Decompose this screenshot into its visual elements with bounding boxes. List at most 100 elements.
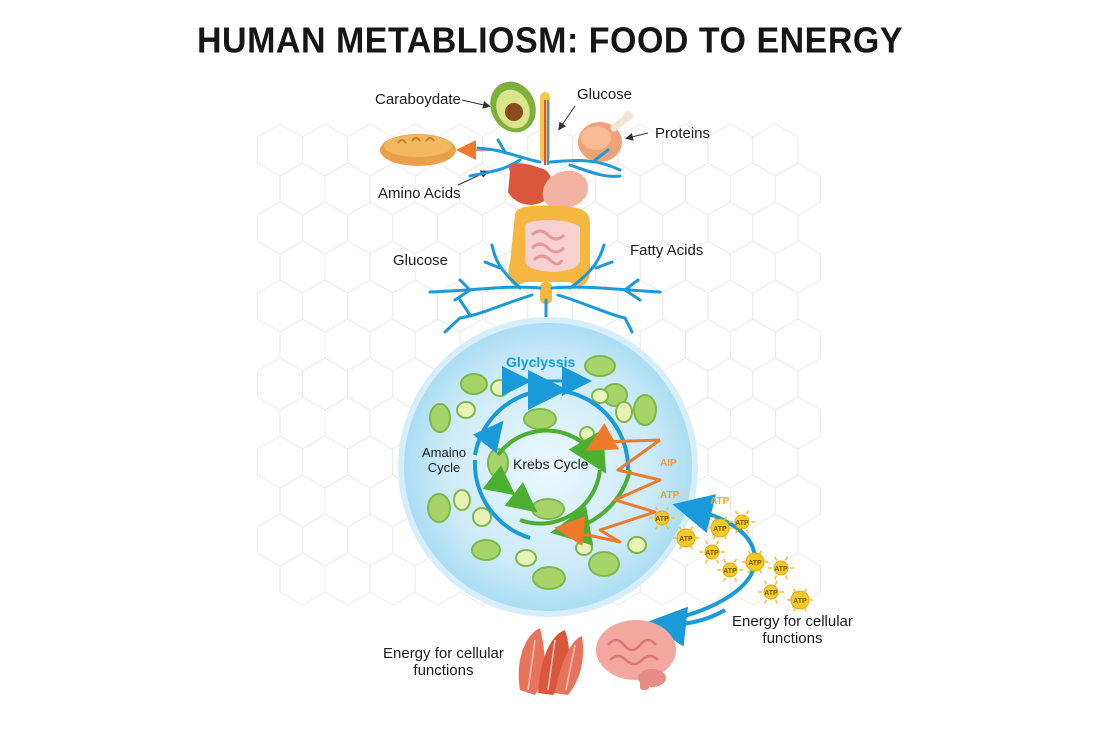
label-glucose-left: Glucose: [393, 252, 449, 269]
atp-spark: [774, 599, 779, 604]
atp-molecule: [654, 510, 670, 526]
atp-spark: [712, 535, 717, 540]
atp-spark: [723, 535, 728, 540]
hexagon-cell: [302, 435, 348, 489]
upper-vessels: [468, 138, 622, 178]
atp-spark: [763, 580, 768, 585]
atp-spark: [803, 588, 808, 593]
hexagon-cell: [752, 201, 799, 255]
hexagon-cell: [729, 240, 776, 294]
label-glucose-top: Glucose: [577, 86, 633, 103]
hexagon-cell: [302, 513, 348, 567]
hexagon-cell: [752, 357, 799, 411]
atp-spark: [678, 545, 683, 550]
hexagon-cell: [707, 201, 754, 255]
hexagon-cell: [774, 240, 821, 294]
digestive-system-icon: [508, 163, 590, 304]
brain-icon: [596, 620, 676, 690]
hexagon-cell: [257, 435, 303, 489]
label-atp-2: ATP: [660, 490, 680, 501]
hexagon-cell: [324, 474, 371, 528]
hexagon-cell: [369, 552, 416, 606]
hexagon-cell: [302, 201, 348, 255]
label-fatty-acids: Fatty Acids: [630, 242, 704, 259]
hexagon-cell: [302, 279, 348, 333]
hexagon-cell: [324, 396, 371, 450]
label-proteins: Proteins: [655, 125, 711, 142]
label-energy-right: Energy for cellular functions: [732, 613, 853, 648]
atp-molecule-label: ATP: [774, 566, 788, 573]
label-amino-acids: Amino Acids: [378, 185, 461, 202]
atp-spark: [745, 510, 750, 515]
hexagon-cell: [257, 357, 303, 411]
label-atp-1: AIP: [660, 458, 677, 469]
label-amino-cycle: Amaino Cycle: [422, 445, 467, 475]
atp-molecule-label: ATP: [735, 520, 749, 527]
label-energy-left: Energy for cellular functions: [383, 645, 504, 680]
atp-spark: [734, 510, 739, 515]
atp-molecule-label: ATP: [748, 560, 762, 567]
hexagon-cell: [324, 162, 371, 216]
label-glycolysis: Glyclyssis: [506, 354, 576, 370]
avocado-icon: [490, 81, 536, 133]
atp-spark: [792, 607, 797, 612]
chicken-leg-icon: [578, 111, 633, 162]
atp-spark: [704, 559, 709, 564]
hexagon-cell: [302, 123, 348, 177]
hexagon-cell: [279, 474, 326, 528]
hexagon-cell: [347, 435, 394, 489]
atp-molecule: [722, 562, 738, 578]
hexagon-cell: [437, 201, 484, 255]
hexagon-cell: [347, 201, 394, 255]
atp-molecule-label: ATP: [705, 550, 719, 557]
label-krebs-cycle: Krebs Cycle: [513, 456, 589, 472]
atp-spark: [792, 588, 797, 593]
energy-arc-bottom: [646, 606, 727, 647]
hexagon-cell: [752, 435, 799, 489]
hexagon-cell: [257, 201, 303, 255]
label-carbohydrate: Caraboydate: [375, 91, 461, 108]
atp-spark: [704, 540, 709, 545]
atp-spark: [784, 556, 789, 561]
atp-spark: [733, 577, 738, 582]
hexagon-cell: [774, 396, 821, 450]
atp-spark: [784, 575, 789, 580]
hexagon-cell: [752, 279, 799, 333]
hexagon-cell: [774, 162, 821, 216]
atp-spark: [773, 556, 778, 561]
atp-spark: [747, 550, 752, 555]
hexagon-cell: [257, 123, 303, 177]
atp-molecule-label: ATP: [793, 598, 807, 605]
hexagon-cell: [707, 123, 754, 177]
hexagon-cell: [279, 162, 326, 216]
atp-molecule: [773, 560, 789, 576]
atp-spark: [803, 607, 808, 612]
atp-spark: [734, 529, 739, 534]
atp-molecule-label: ATP: [655, 516, 669, 523]
atp-spark: [654, 525, 659, 530]
atp-spark: [654, 506, 659, 511]
hexagon-cell: [347, 513, 394, 567]
atp-molecule: [734, 514, 750, 530]
atp-molecule-label: ATP: [713, 526, 727, 533]
hexagon-cell: [302, 357, 348, 411]
atp-spark: [665, 506, 670, 511]
hexagon-cell: [707, 357, 754, 411]
atp-molecule-label: ATP: [679, 536, 693, 543]
lower-vessels: [428, 243, 662, 347]
label-atp-3: ATP: [710, 496, 730, 507]
hexagon-cell: [639, 162, 686, 216]
hexagon-cell: [594, 162, 641, 216]
atp-spark: [763, 599, 768, 604]
atp-molecule-label: ATP: [764, 590, 778, 597]
hexagon-cell: [684, 318, 731, 372]
hexagon-cell: [324, 240, 371, 294]
hexagon-cell: [324, 552, 371, 606]
muscle-icon: [518, 628, 584, 695]
hexagon-cell: [729, 162, 776, 216]
atp-spark: [689, 526, 694, 531]
atp-spark: [774, 580, 779, 585]
atp-spark: [722, 577, 727, 582]
